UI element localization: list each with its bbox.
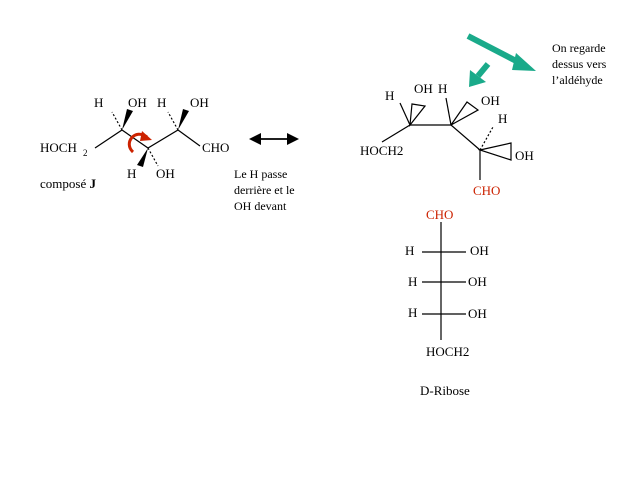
bond xyxy=(450,124,481,151)
teal-arrow-icon xyxy=(475,62,491,78)
hash-bond xyxy=(111,111,123,131)
wedge-bond xyxy=(122,109,133,130)
hash-bond xyxy=(167,111,179,131)
atom-label-subscript: 2 xyxy=(83,148,88,158)
fischer-left: H xyxy=(405,243,414,258)
fischer-right: OH xyxy=(468,274,487,289)
atom-label-cho: CHO xyxy=(473,183,500,198)
atom-label: HOCH xyxy=(40,140,77,155)
bond xyxy=(399,102,411,126)
atom-label: CHO xyxy=(202,140,229,155)
atom-label: H xyxy=(157,95,166,110)
fischer-left: H xyxy=(408,274,417,289)
wedge-bond xyxy=(178,109,189,130)
rotation-arrowhead-icon xyxy=(140,131,152,141)
atom-label: H xyxy=(438,81,447,96)
hash-bond xyxy=(479,126,494,151)
note-h-passes: Le H passe derrière et le OH devant xyxy=(234,167,295,213)
wedge-triangle xyxy=(477,142,512,161)
teal-arrowhead-icon xyxy=(512,53,536,71)
bond xyxy=(381,124,411,143)
teal-arrowhead-icon xyxy=(469,70,486,87)
fischer-bottom: HOCH2 xyxy=(426,344,469,359)
wedge-triangle xyxy=(450,101,480,126)
wedge-bond xyxy=(137,148,148,167)
atom-label: HOCH2 xyxy=(360,143,403,158)
hash-bond xyxy=(147,147,159,167)
atom-label: OH xyxy=(481,93,500,108)
fischer-right: OH xyxy=(470,243,489,258)
note-look-aldehyde: On regarde dessus vers l’aldéhyde xyxy=(552,41,607,87)
atom-label: OH xyxy=(128,95,147,110)
compound-caption: composé J xyxy=(40,176,96,191)
fischer-right: OH xyxy=(468,306,487,321)
atom-label: OH xyxy=(515,148,534,163)
atom-label: H xyxy=(94,95,103,110)
fischer-cho: CHO xyxy=(426,207,453,222)
atom-label: H xyxy=(498,111,507,126)
atom-label: H xyxy=(385,88,394,103)
perspective-structure: H OH H OH H OH HOCH2 CHO xyxy=(360,81,534,198)
atom-label: OH xyxy=(190,95,209,110)
compound-j-structure: H OH H OH HOCH 2 CHO H OH composé J xyxy=(40,95,229,191)
viewing-arrows xyxy=(466,33,536,87)
atom-label: H xyxy=(127,166,136,181)
atom-label: OH xyxy=(156,166,175,181)
fischer-projection: CHO H OH H OH H OH HOCH2 D-Ribose xyxy=(405,207,489,398)
wedge-triangle xyxy=(409,103,427,127)
fischer-left: H xyxy=(408,305,417,320)
teal-arrow-icon xyxy=(466,33,524,67)
fischer-name: D-Ribose xyxy=(420,383,470,398)
bond xyxy=(445,97,452,126)
atom-label: OH xyxy=(414,81,433,96)
